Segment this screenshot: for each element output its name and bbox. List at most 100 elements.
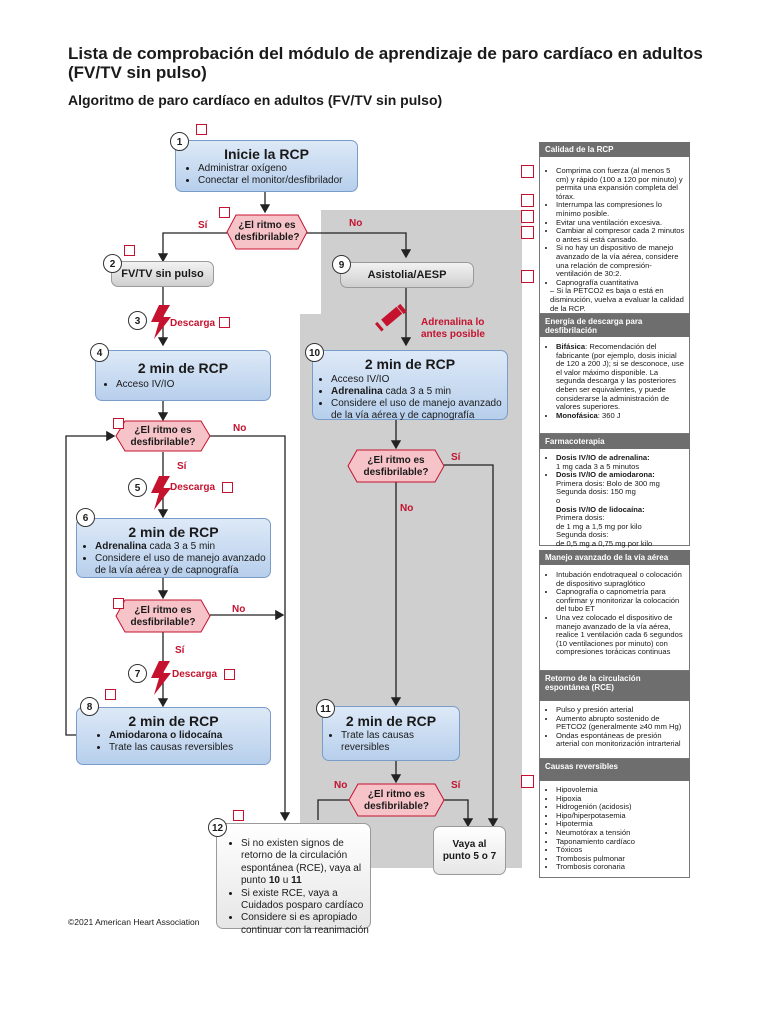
list-item: Acceso IV/IO xyxy=(331,374,507,386)
checkbox-decision-2[interactable] xyxy=(113,418,124,429)
list-item: Adrenalina cada 3 a 5 min xyxy=(331,386,507,398)
decision-1-shape xyxy=(226,214,308,250)
list-item: Acceso IV/IO xyxy=(116,379,270,391)
decision-3-text: ¿El ritmo es desfibrilable? xyxy=(115,605,211,629)
decision-4-shape xyxy=(347,449,445,483)
step-5-number: 5 xyxy=(128,478,147,497)
decision-line-1: ¿El ritmo es xyxy=(134,605,192,616)
monophasic-text: : 360 J xyxy=(597,410,621,420)
epinephrine-line-2: antes posible xyxy=(421,329,485,340)
rosc-list: Pulso y presión arterial Aumento abrupto… xyxy=(540,701,689,751)
yes-label-1: Sí xyxy=(198,220,208,231)
biphasic-bold: Bifásica xyxy=(556,342,586,351)
list-item: Neumotórax a tensión xyxy=(556,828,685,838)
checkbox-1[interactable] xyxy=(196,124,207,135)
list-item: Capnografía cuantitativa xyxy=(556,278,685,288)
rosc-body: Pulso y presión arterial Aumento abrupto… xyxy=(539,701,690,759)
drug-lido-2: Segunda dosis: xyxy=(556,530,609,540)
reversible-header: Causas reversibles xyxy=(539,759,690,781)
drug-or: o xyxy=(556,495,561,505)
cpr-box-4-title: 2 min de RCP xyxy=(137,360,229,376)
checkbox-8[interactable] xyxy=(105,689,116,700)
list-item: Monofásica: 360 J xyxy=(556,410,685,421)
quality-list: Comprima con fuerza (al menos 5 cm) y rá… xyxy=(540,157,689,315)
cpr-box-6-list: Adrenalina cada 3 a 5 min Considere el u… xyxy=(81,541,270,577)
list-item: Trombosis coronaria xyxy=(556,863,685,872)
list-item: Comprima con fuerza (al menos 5 cm) y rá… xyxy=(556,166,685,201)
checkbox-quality-2[interactable] xyxy=(521,194,534,207)
list-item: Pulso y presión arterial xyxy=(556,705,685,715)
decision-line-2: desfibrilable? xyxy=(130,437,196,448)
checkbox-2[interactable] xyxy=(124,245,135,256)
biphasic-text: : Recomendación del fabricante (por ejem… xyxy=(556,342,684,412)
list-item: Adrenalina cada 3 a 5 min xyxy=(95,541,270,553)
start-cpr-title: Inicie la RCP xyxy=(224,146,309,162)
decision-line-1: ¿El ritmo es xyxy=(367,455,425,466)
checkbox-7[interactable] xyxy=(224,669,235,680)
drug-amio-1: Primera dosis: Bolo de 300 mg xyxy=(556,478,660,488)
checkbox-quality-1[interactable] xyxy=(521,165,534,178)
drug-amio: Dosis IV/IO de amiodarona: xyxy=(556,470,655,480)
decision-line-2: desfibrilable? xyxy=(363,801,429,812)
no-label-5: No xyxy=(334,780,348,791)
asystole-pea-box: Asistolia/AESP xyxy=(340,262,474,288)
cpr-box-4-list: Acceso IV/IO xyxy=(102,379,270,391)
vf-vt-label: FV/TV sin pulso xyxy=(121,268,204,280)
rosc-text: Si no existen signos de retorno de la ci… xyxy=(241,838,362,887)
drug-header: Farmacoterapia xyxy=(539,434,690,449)
list-item: Considere el uso de manejo avanzado de l… xyxy=(331,398,507,422)
checkbox-reversible[interactable] xyxy=(521,775,534,788)
energy-list: Bifásica: Recomendación del fabricante (… xyxy=(540,337,689,422)
checkbox-decision-1[interactable] xyxy=(219,207,230,218)
no-label-3: No xyxy=(232,604,246,615)
checkbox-quality-4[interactable] xyxy=(521,226,534,239)
list-item: Hidrogenión (acidosis) xyxy=(556,803,685,812)
shock-label-3: Descarga xyxy=(170,318,216,329)
epinephrine-rest: cada 3 a 5 min xyxy=(382,386,452,397)
list-item: Trombosis pulmonar xyxy=(556,854,685,864)
reversible-list: Hipovolemia Hipoxia Hidrogenión (acidosi… xyxy=(540,781,689,874)
list-item: Trate las causas reversibles xyxy=(341,730,441,754)
list-item: Una vez colocado el dispositivo de manej… xyxy=(556,613,685,657)
list-item: Tóxicos xyxy=(556,846,685,855)
step-8-number: 8 xyxy=(80,697,99,716)
cpr-box-11-title: 2 min de RCP xyxy=(345,713,437,729)
cpr-box-8: 2 min de RCP Amiodarona o lidocaína Trat… xyxy=(76,707,271,765)
checkbox-quality-3[interactable] xyxy=(521,210,534,223)
yes-label-4: Sí xyxy=(451,452,461,463)
start-cpr-list: Administrar oxígeno Conectar el monitor/… xyxy=(184,163,357,187)
checkbox-3[interactable] xyxy=(219,317,230,328)
drug-epi-dose: 1 mg cada 3 a 5 minutos xyxy=(556,461,640,471)
list-item: Considere el uso de manejo avanzado de l… xyxy=(95,553,270,577)
algorithm-subtitle: Algoritmo de paro cardíaco en adultos (F… xyxy=(68,92,443,108)
no-label-2: No xyxy=(233,423,247,434)
checkbox-decision-3[interactable] xyxy=(113,598,124,609)
decision-2-text: ¿El ritmo es desfibrilable? xyxy=(115,425,211,449)
decision-line-1: ¿El ritmo es xyxy=(238,220,296,231)
checkbox-5[interactable] xyxy=(222,482,233,493)
start-cpr-box: Inicie la RCP Administrar oxígeno Conect… xyxy=(175,140,358,192)
rosc-header: Retorno de la circulación espontánea (RC… xyxy=(539,671,690,701)
step-2-number: 2 xyxy=(103,254,122,273)
epinephrine-rest: cada 3 a 5 min xyxy=(146,541,216,552)
drug-epi: Dosis IV/IO de adrenalina: xyxy=(556,453,650,462)
checkbox-12[interactable] xyxy=(233,810,244,821)
antiarrhythmic-bold: Amiodarona o lidocaína xyxy=(109,730,223,741)
list-item: Dosis IV/IO de adrenalina:1 mg cada 3 a … xyxy=(556,453,685,471)
cpr-box-4: 2 min de RCP Acceso IV/IO xyxy=(95,350,271,401)
epinephrine-bold: Adrenalina xyxy=(331,386,383,397)
decision-line-2: desfibrilable? xyxy=(234,232,300,243)
cpr-box-6-title: 2 min de RCP xyxy=(128,524,219,540)
decision-line-1: ¿El ritmo es xyxy=(367,789,426,800)
yes-label-2: Sí xyxy=(177,461,187,472)
checkbox-quality-5[interactable] xyxy=(521,270,534,283)
list-item: Bifásica: Recomendación del fabricante (… xyxy=(556,342,685,412)
epinephrine-bold: Adrenalina xyxy=(95,541,147,552)
epinephrine-line-1: Adrenalina lo xyxy=(421,317,485,328)
drug-lido: Dosis IV/IO de lidocaína: xyxy=(556,504,645,514)
step-7-number: 7 xyxy=(128,664,147,683)
list-item: Si no existen signos de retorno de la ci… xyxy=(241,838,370,888)
rosc-box-12: Si no existen signos de retorno de la ci… xyxy=(216,823,371,936)
list-item: Hipoxia xyxy=(556,794,685,804)
step-3-number: 3 xyxy=(128,311,147,330)
